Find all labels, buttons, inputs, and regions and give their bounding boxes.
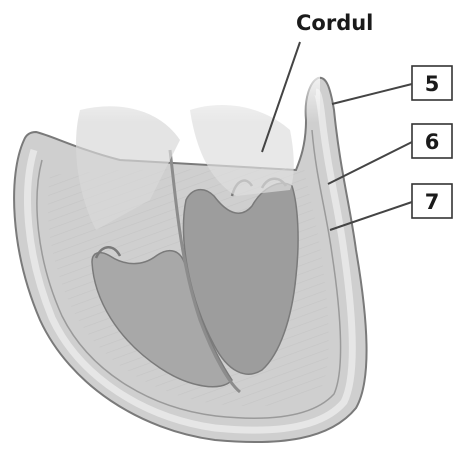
leader-line-5 [332, 84, 412, 104]
diagram-title: Cordul [296, 11, 373, 35]
top-fade-overlay [0, 60, 320, 200]
label-5: 5 [425, 72, 440, 96]
label-7: 7 [425, 190, 440, 214]
label-6: 6 [425, 130, 440, 154]
